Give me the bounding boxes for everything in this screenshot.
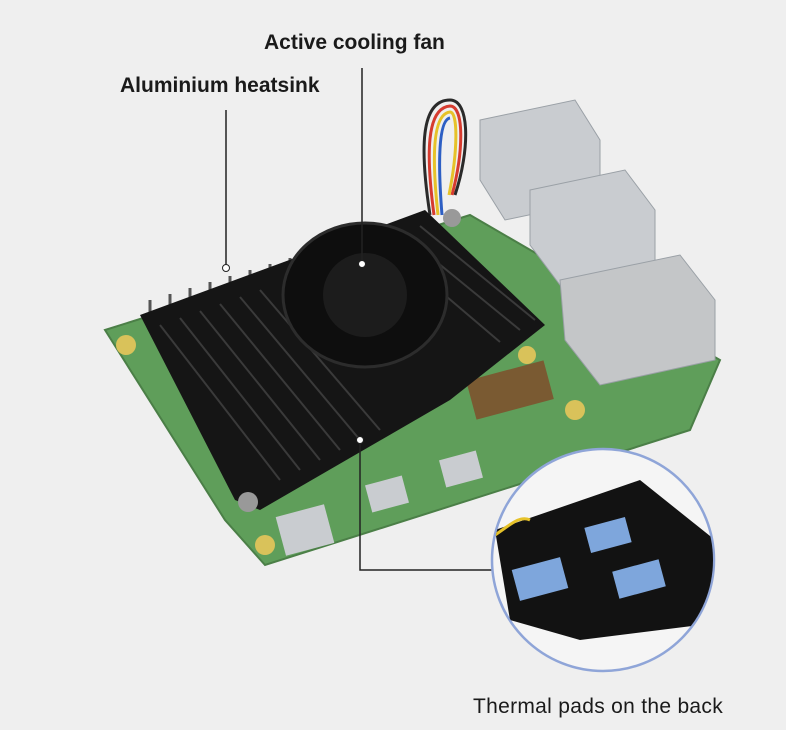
heatsink-callout-dot xyxy=(222,264,230,272)
mounting-screw xyxy=(443,209,461,227)
micro-hdmi-port xyxy=(439,450,483,488)
thermal-pad xyxy=(584,517,632,553)
usb-c-port xyxy=(275,504,335,556)
pads-callout-dot xyxy=(356,436,364,444)
mounting-hole xyxy=(565,400,585,420)
ribbon-connector xyxy=(466,360,554,420)
mounting-hole xyxy=(518,346,536,364)
fan-hub xyxy=(323,253,407,337)
thermal-pads-inset xyxy=(490,447,716,673)
usb-ports xyxy=(479,99,656,286)
leader-lines xyxy=(225,68,497,571)
thermal-pads-label: Thermal pads on the back xyxy=(473,695,724,718)
heatsink-label: Aluminium heatsink xyxy=(120,74,320,97)
ethernet-port xyxy=(559,254,716,386)
mounting-hole xyxy=(255,535,275,555)
thermal-pad xyxy=(511,557,569,601)
fan-cable xyxy=(422,98,468,216)
fan-label: Active cooling fan xyxy=(264,31,445,54)
mounting-hole xyxy=(116,335,136,355)
mounting-screw xyxy=(238,492,258,512)
fan-callout-dot xyxy=(358,260,366,268)
thermal-pad xyxy=(612,559,666,599)
micro-hdmi-port xyxy=(365,475,409,513)
